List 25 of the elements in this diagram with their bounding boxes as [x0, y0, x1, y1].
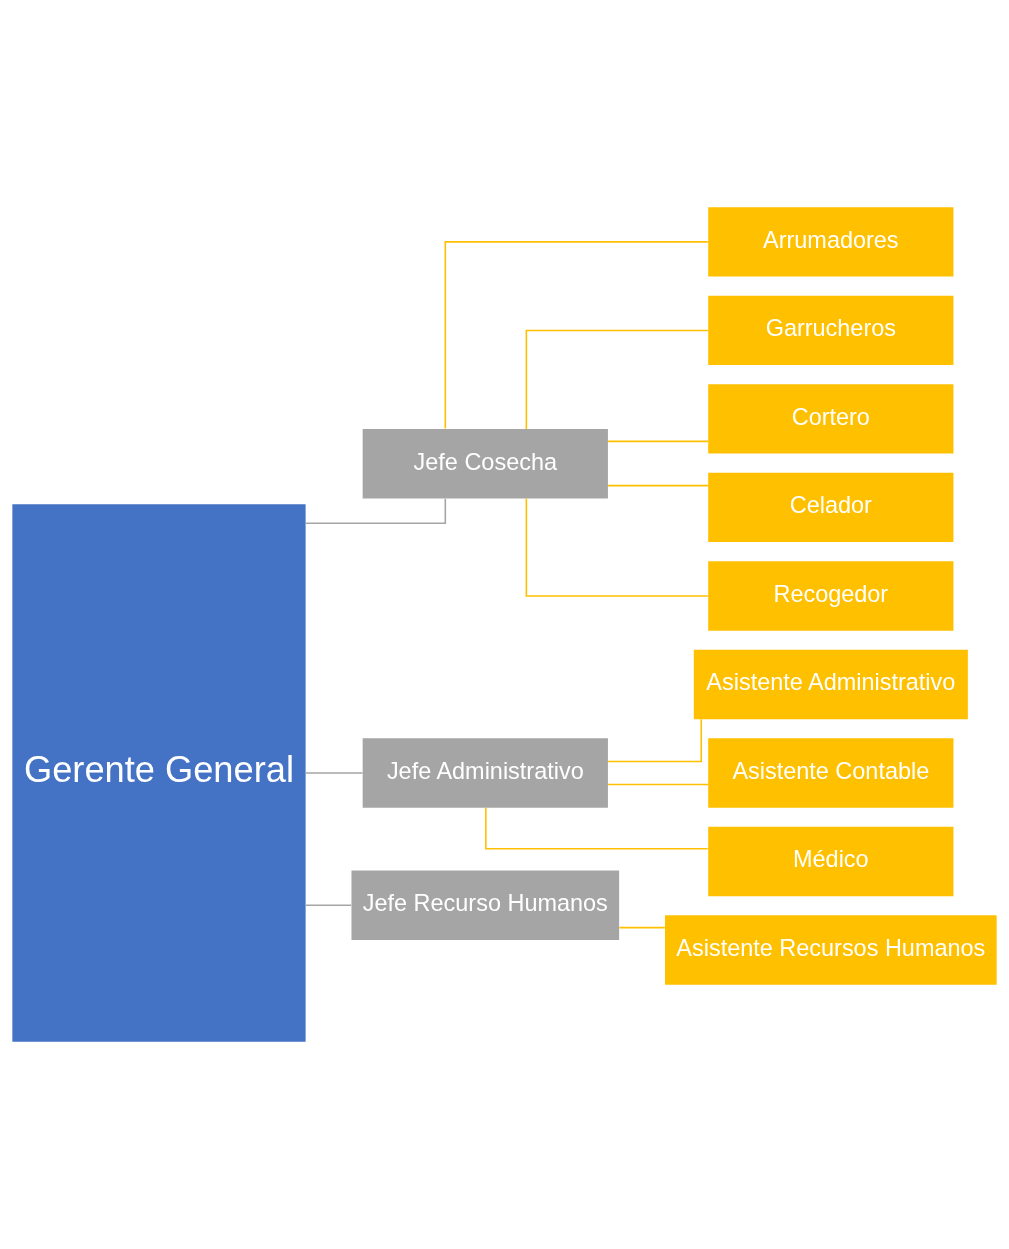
node-box: Médico: [708, 826, 954, 897]
node-box: Asistente Recursos Humanos: [665, 915, 997, 985]
connector: [305, 904, 352, 907]
node-box: Celador: [708, 472, 954, 543]
node-box: Arrumadores: [708, 207, 954, 277]
node-box: Jefe Cosecha: [362, 429, 608, 499]
node-box: Gerente General: [12, 504, 306, 1042]
node-box: Recogedor: [708, 561, 954, 631]
node-box: Asistente Administrativo: [693, 649, 968, 720]
node-box: Cortero: [708, 384, 954, 454]
connector: [444, 241, 709, 430]
connector: [525, 497, 709, 597]
connector: [485, 806, 709, 850]
connector: [607, 783, 709, 786]
node-box: Jefe Recurso Humanos: [351, 870, 620, 940]
connector: [618, 926, 666, 929]
node-box: Jefe Administrativo: [362, 738, 608, 808]
connector: [305, 497, 447, 524]
connector: [525, 329, 709, 430]
node-box: Garrucheros: [708, 295, 954, 366]
connector: [607, 718, 703, 763]
connector: [305, 772, 364, 774]
connector: [607, 440, 709, 443]
node-box: Asistente Contable: [708, 738, 954, 808]
connector: [607, 484, 709, 487]
